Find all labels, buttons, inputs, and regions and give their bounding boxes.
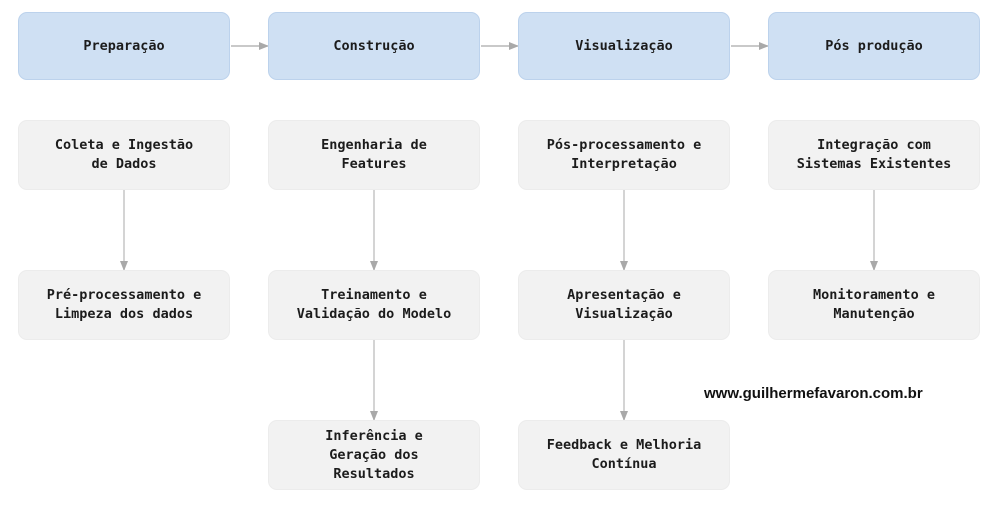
phase-construcao: Construção — [268, 12, 480, 80]
phase-label: Construção — [333, 37, 415, 54]
step-coleta-ingestao: Coleta e Ingestão de Dados — [18, 120, 230, 190]
step-label: Monitoramento e Manutenção — [813, 287, 935, 322]
step-pre-processamento: Pré-processamento e Limpeza dos dados — [18, 270, 230, 340]
step-label: Integração com Sistemas Existentes — [796, 137, 952, 172]
step-feedback-melhoria: Feedback e Melhoria Contínua — [518, 420, 730, 490]
phase-label: Preparação — [83, 37, 165, 54]
phase-visualizacao: Visualização — [518, 12, 730, 80]
step-label: Coleta e Ingestão de Dados — [54, 137, 194, 172]
phase-preparacao: Preparação — [18, 12, 230, 80]
step-label: Treinamento e Validação do Modelo — [296, 287, 452, 322]
phase-label: Visualização — [575, 37, 673, 54]
step-label: Feedback e Melhoria Contínua — [546, 437, 702, 472]
step-inferencia: Inferência e Geração dos Resultados — [268, 420, 480, 490]
step-treinamento-validacao: Treinamento e Validação do Modelo — [268, 270, 480, 340]
website-url: www.guilhermefavaron.com.br — [704, 385, 923, 402]
step-monitoramento: Monitoramento e Manutenção — [768, 270, 980, 340]
step-label: Inferência e Geração dos Resultados — [325, 427, 423, 482]
step-integracao-sistemas: Integração com Sistemas Existentes — [768, 120, 980, 190]
phase-pos-producao: Pós produção — [768, 12, 980, 80]
step-engenharia-features: Engenharia de Features — [268, 120, 480, 190]
step-apresentacao: Apresentação e Visualização — [518, 270, 730, 340]
step-label: Engenharia de Features — [321, 137, 427, 172]
step-label: Apresentação e Visualização — [567, 287, 681, 322]
step-label: Pré-processamento e Limpeza dos dados — [46, 287, 202, 322]
phase-label: Pós produção — [825, 37, 923, 54]
step-label: Pós-processamento e Interpretação — [546, 137, 702, 172]
step-pos-processamento: Pós-processamento e Interpretação — [518, 120, 730, 190]
